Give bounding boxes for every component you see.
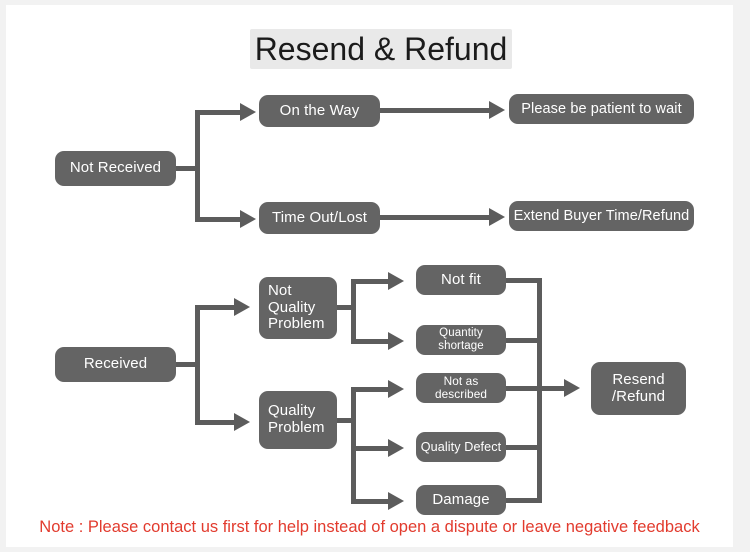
connector-to-quality-problem: [195, 420, 237, 425]
connector-received-stub: [176, 362, 198, 367]
node-extend-buyer-time-refund[interactable]: Extend Buyer Time/Refund: [509, 201, 694, 231]
arrow-to-please-be-patient: [489, 101, 505, 119]
node-not-quality-problem[interactable]: Not Quality Problem: [259, 277, 337, 339]
arrow-to-not-as-described: [388, 380, 404, 398]
arrow-to-on-the-way: [240, 103, 256, 121]
node-please-be-patient-to-wait[interactable]: Please be patient to wait: [509, 94, 694, 124]
node-not-received[interactable]: Not Received: [55, 151, 176, 186]
page-title: Resend & Refund: [250, 29, 512, 69]
node-not-fit[interactable]: Not fit: [416, 265, 506, 295]
connector-to-not-quality-problem: [195, 305, 237, 310]
connector-on-the-way-to-patient: [380, 108, 492, 113]
connector-quantity-shortage-collect: [506, 338, 542, 343]
arrow-to-quality-defect: [388, 439, 404, 457]
connector-to-not-as-described: [351, 387, 391, 392]
connector-to-on-the-way: [195, 110, 243, 115]
connector-damage-collect: [506, 498, 542, 503]
diagram-sheet: Resend & Refund Not Received On the Way …: [6, 5, 733, 547]
node-time-out-lost[interactable]: Time Out/Lost: [259, 202, 380, 234]
connector-qp-split: [351, 387, 356, 504]
arrow-to-extend-buyer-time: [489, 208, 505, 226]
footer-note: Note : Please contact us first for help …: [39, 518, 700, 536]
node-on-the-way[interactable]: On the Way: [259, 95, 380, 127]
connector-nqp-stub: [337, 305, 355, 310]
connector-not-received-stub: [176, 166, 198, 171]
arrow-to-resend-refund: [564, 379, 580, 397]
arrow-to-damage: [388, 492, 404, 510]
connector-to-quantity-shortage: [351, 339, 391, 344]
connector-received-split: [195, 305, 200, 425]
connector-time-out-to-extend: [380, 215, 492, 220]
arrow-to-quality-problem: [234, 413, 250, 431]
connector-qp-stub: [337, 418, 355, 423]
node-received[interactable]: Received: [55, 347, 176, 382]
connector-quality-defect-collect: [506, 445, 542, 450]
connector-not-received-split: [195, 110, 200, 222]
connector-nqp-split: [351, 279, 356, 344]
node-quantity-shortage[interactable]: Quantity shortage: [416, 325, 506, 355]
arrow-to-quantity-shortage: [388, 332, 404, 350]
connector-to-time-out: [195, 217, 243, 222]
node-resend-refund[interactable]: Resend /Refund: [591, 362, 686, 415]
node-quality-problem[interactable]: Quality Problem: [259, 391, 337, 449]
connector-not-as-described-collect: [506, 386, 542, 391]
node-not-as-described[interactable]: Not as described: [416, 373, 506, 403]
arrow-to-not-quality-problem: [234, 298, 250, 316]
connector-to-quality-defect: [351, 446, 391, 451]
connector-to-not-fit: [351, 279, 391, 284]
connector-bus-to-resend-refund: [537, 386, 567, 391]
connector-to-damage: [351, 499, 391, 504]
node-damage[interactable]: Damage: [416, 485, 506, 515]
arrow-to-time-out: [240, 210, 256, 228]
arrow-to-not-fit: [388, 272, 404, 290]
node-quality-defect[interactable]: Quality Defect: [416, 432, 506, 462]
connector-not-fit-collect: [506, 278, 542, 283]
